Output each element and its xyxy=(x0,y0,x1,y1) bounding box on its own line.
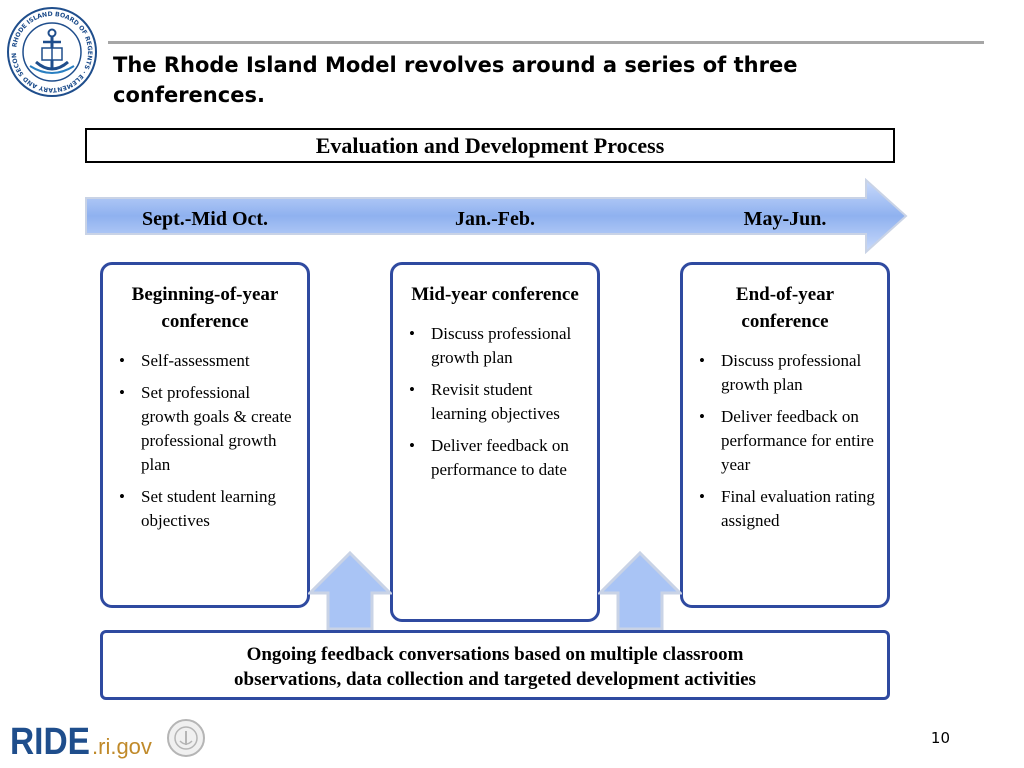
conference-bullet: Self-assessment xyxy=(117,349,297,373)
conference-bullet: Final evaluation rating assigned xyxy=(697,485,877,533)
conference-title: Beginning-of-year conference xyxy=(131,284,279,332)
mid-year-conference-box: Mid-year conference Discuss professional… xyxy=(390,262,600,622)
timeline-period-3: May-Jun. xyxy=(743,208,827,230)
ride-logo: RIDE .ri.gov xyxy=(10,719,205,763)
up-arrow-icon xyxy=(308,551,392,631)
up-arrow-icon xyxy=(598,551,682,631)
ri-board-of-regents-seal-icon: RHODE ISLAND BOARD OF REGENTS · ELEMENTA… xyxy=(6,6,97,97)
end-of-year-conference-box: End-of-year conference Discuss professio… xyxy=(680,262,890,608)
page-number: 10 xyxy=(930,729,950,747)
conference-bullet: Deliver feedback on performance for enti… xyxy=(697,405,877,477)
feedback-line-1: Ongoing feedback conversations based on … xyxy=(246,644,744,665)
state-seal-icon xyxy=(167,719,205,757)
timeline-period-2: Jan.-Feb. xyxy=(455,208,535,230)
conference-bullet: Set student learning objectives xyxy=(117,485,297,533)
ride-logo-suffix: .ri.gov xyxy=(92,734,152,759)
conference-bullet-list: Discuss professional growth plan Deliver… xyxy=(683,349,887,533)
timeline-period-1: Sept.-Mid Oct. xyxy=(141,208,269,230)
ride-logo-text: RIDE xyxy=(10,721,90,763)
conference-bullet-list: Discuss professional growth plan Revisit… xyxy=(393,322,597,482)
timeline-arrow xyxy=(85,178,908,254)
beginning-of-year-conference-box: Beginning-of-year conference Self-assess… xyxy=(100,262,310,608)
slide-title: The Rhode Island Model revolves around a… xyxy=(113,53,798,107)
conference-title: Mid-year conference xyxy=(411,284,579,305)
process-title-banner: Evaluation and Development Process xyxy=(85,128,895,163)
conference-bullet: Discuss professional growth plan xyxy=(697,349,877,397)
conference-bullet: Revisit student learning objectives xyxy=(407,378,587,426)
header-rule xyxy=(108,41,984,44)
conference-bullet: Discuss professional growth plan xyxy=(407,322,587,370)
conference-bullet: Set professional growth goals & create p… xyxy=(117,381,297,477)
timeline-arrow-shape xyxy=(85,178,908,254)
conference-bullet: Deliver feedback on performance to date xyxy=(407,434,587,482)
feedback-line-2: observations, data collection and target… xyxy=(234,669,756,690)
conference-title: End-of-year conference xyxy=(735,284,835,332)
conference-bullet-list: Self-assessment Set professional growth … xyxy=(103,349,307,533)
ongoing-feedback-box: Ongoing feedback conversations based on … xyxy=(100,630,890,700)
